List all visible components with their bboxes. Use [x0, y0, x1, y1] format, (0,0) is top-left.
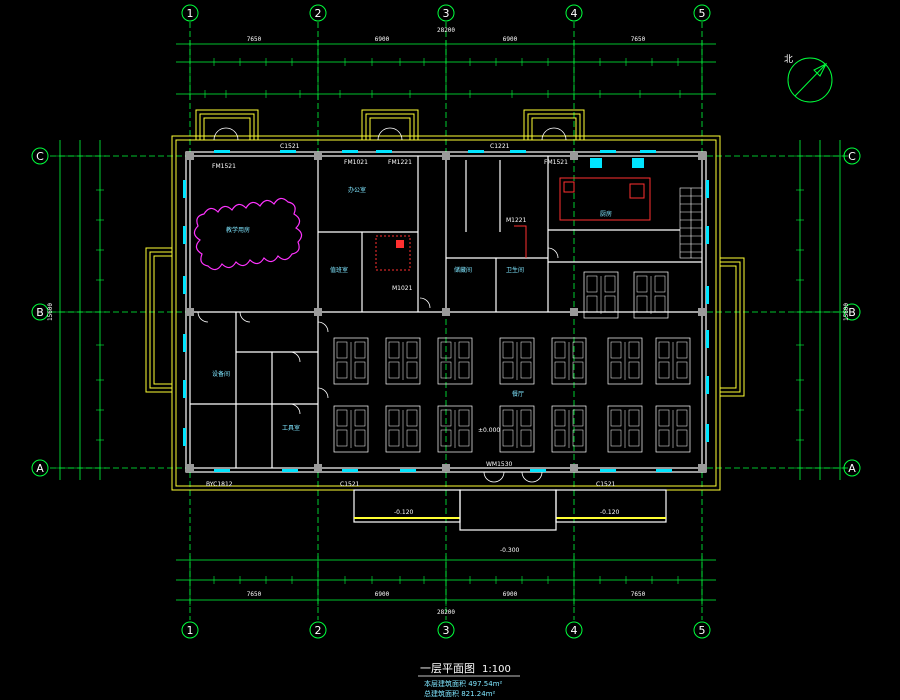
room-label-duty: 值班室: [330, 266, 348, 274]
tag-fm1221: FM1221: [388, 159, 412, 166]
axis-label-4-bottom: 4: [571, 624, 578, 637]
axis-label-2-top: 2: [315, 7, 322, 20]
axis-label-b-right: B: [848, 306, 856, 319]
revision-cloud: [193, 197, 303, 271]
kitchen-equipment: [375, 177, 651, 271]
tag-m1221: M1221: [506, 217, 527, 224]
dining-table: [633, 271, 669, 319]
axis-label-1-top: 1: [187, 7, 194, 20]
dimension-text-bottom: 28200 7650 6900 6900 7650: [247, 591, 646, 616]
dim-top-span-2: 6900: [375, 36, 390, 43]
axis-label-5-top: 5: [699, 7, 706, 20]
dim-bottom-span-4: 7650: [631, 591, 646, 598]
dimension-lines-side: [56, 140, 846, 480]
axis-label-3-top: 3: [443, 7, 450, 20]
axis-label-4-top: 4: [571, 7, 578, 20]
dining-table: [499, 405, 535, 453]
dim-bottom-span-2: 6900: [375, 591, 390, 598]
room-labels: 教学用房 办公室 值班室 储藏间 卫生间 厨房 餐厅 工具室 设备间: [212, 186, 612, 432]
axis-label-b-left: B: [36, 306, 44, 319]
axis-bubbles-bottom: 1 2 3 4 5: [181, 621, 711, 639]
drawing-title-block: 一层平面图 1:100 本层建筑面积 497.54m² 总建筑面积 821.24…: [418, 662, 520, 698]
dimension-lines-bottom: [176, 556, 716, 606]
room-label-storage: 储藏间: [454, 266, 472, 274]
dim-bottom-total: 28200: [437, 609, 455, 616]
room-label-office: 办公室: [348, 186, 366, 194]
dining-table: [385, 405, 421, 453]
dim-left-total: 15600: [47, 303, 54, 321]
dimension-text-side: 15600 15600: [47, 303, 850, 321]
room-label-toilet: 卫生间: [506, 266, 524, 274]
dim-top-span-4: 7650: [631, 36, 646, 43]
dining-table: [551, 337, 587, 385]
note-floor-area: 本层建筑面积 497.54m²: [424, 679, 503, 688]
tag-c1221: C1221: [490, 143, 510, 150]
dining-table: [385, 337, 421, 385]
dim-bottom-span-3: 6900: [503, 591, 518, 598]
dimension-lines-top: [176, 40, 716, 100]
level-marks: ±0.000 -0.120 -0.120 -0.300: [394, 427, 620, 554]
opening-tags: FM1521 FM1021 FM1221 M1021 M1221 FM1521 …: [206, 143, 616, 488]
north-label: 北: [784, 54, 793, 65]
level-main: ±0.000: [478, 427, 500, 434]
axis-label-c-left: C: [36, 150, 44, 163]
doors: [197, 127, 567, 483]
note-total-area: 总建筑面积 821.24m²: [424, 689, 496, 698]
dining-table: [437, 337, 473, 385]
columns: [186, 152, 706, 472]
dining-table: [499, 337, 535, 385]
staircase: [679, 187, 703, 259]
tag-c1521-b: C1521: [340, 481, 360, 488]
drawing-scale: 1:100: [482, 664, 511, 675]
dining-table: [437, 405, 473, 453]
axis-grid: [50, 22, 850, 620]
level-step-right: -0.120: [600, 509, 620, 516]
dim-top-total: 28200: [437, 27, 455, 34]
axis-label-2-bottom: 2: [315, 624, 322, 637]
axis-label-a-right: A: [848, 462, 856, 475]
axis-bubbles-top: 1 2 3 4 5: [181, 4, 711, 22]
dim-bottom-span-1: 7650: [247, 591, 262, 598]
room-label-classroom: 教学用房: [226, 226, 250, 234]
dining-table: [655, 337, 691, 385]
north-arrow: 北: [784, 54, 833, 103]
tag-wm1530: WM1530: [486, 461, 513, 468]
windows: [183, 150, 709, 472]
dim-top-span-1: 7650: [247, 36, 262, 43]
level-entrance: -0.300: [500, 547, 520, 554]
dimension-text-top: 28200 7650 6900 6900 7650: [247, 27, 646, 43]
dining-table: [655, 405, 691, 453]
dining-tables: [333, 271, 691, 453]
tag-fm1521-a: FM1521: [212, 163, 236, 170]
dining-table: [551, 405, 587, 453]
axis-label-5-bottom: 5: [699, 624, 706, 637]
tag-m1021: M1021: [392, 285, 413, 292]
room-label-kitchen: 厨房: [600, 210, 612, 218]
room-label-utility: 工具室: [282, 424, 300, 432]
axis-label-a-left: A: [36, 462, 44, 475]
tag-byc1812: BYC1812: [206, 481, 233, 488]
dim-top-span-3: 6900: [503, 36, 518, 43]
axis-label-c-right: C: [848, 150, 856, 163]
tag-c1521-c: C1521: [596, 481, 616, 488]
dining-table: [607, 337, 643, 385]
dining-table: [607, 405, 643, 453]
dim-right-total: 15600: [843, 303, 850, 321]
tag-fm1021: FM1021: [344, 159, 368, 166]
level-step-left: -0.120: [394, 509, 414, 516]
dining-table: [333, 337, 369, 385]
dining-table: [333, 405, 369, 453]
dining-table: [583, 271, 619, 319]
room-label-hall: 餐厅: [512, 390, 524, 398]
axis-label-3-bottom: 3: [443, 624, 450, 637]
tag-c1521-a: C1521: [280, 143, 300, 150]
building-outline: [145, 109, 745, 531]
drawing-title: 一层平面图: [420, 662, 475, 675]
axis-label-1-bottom: 1: [187, 624, 194, 637]
tag-fm1521-b: FM1521: [544, 159, 568, 166]
room-label-machine: 设备间: [212, 370, 230, 378]
